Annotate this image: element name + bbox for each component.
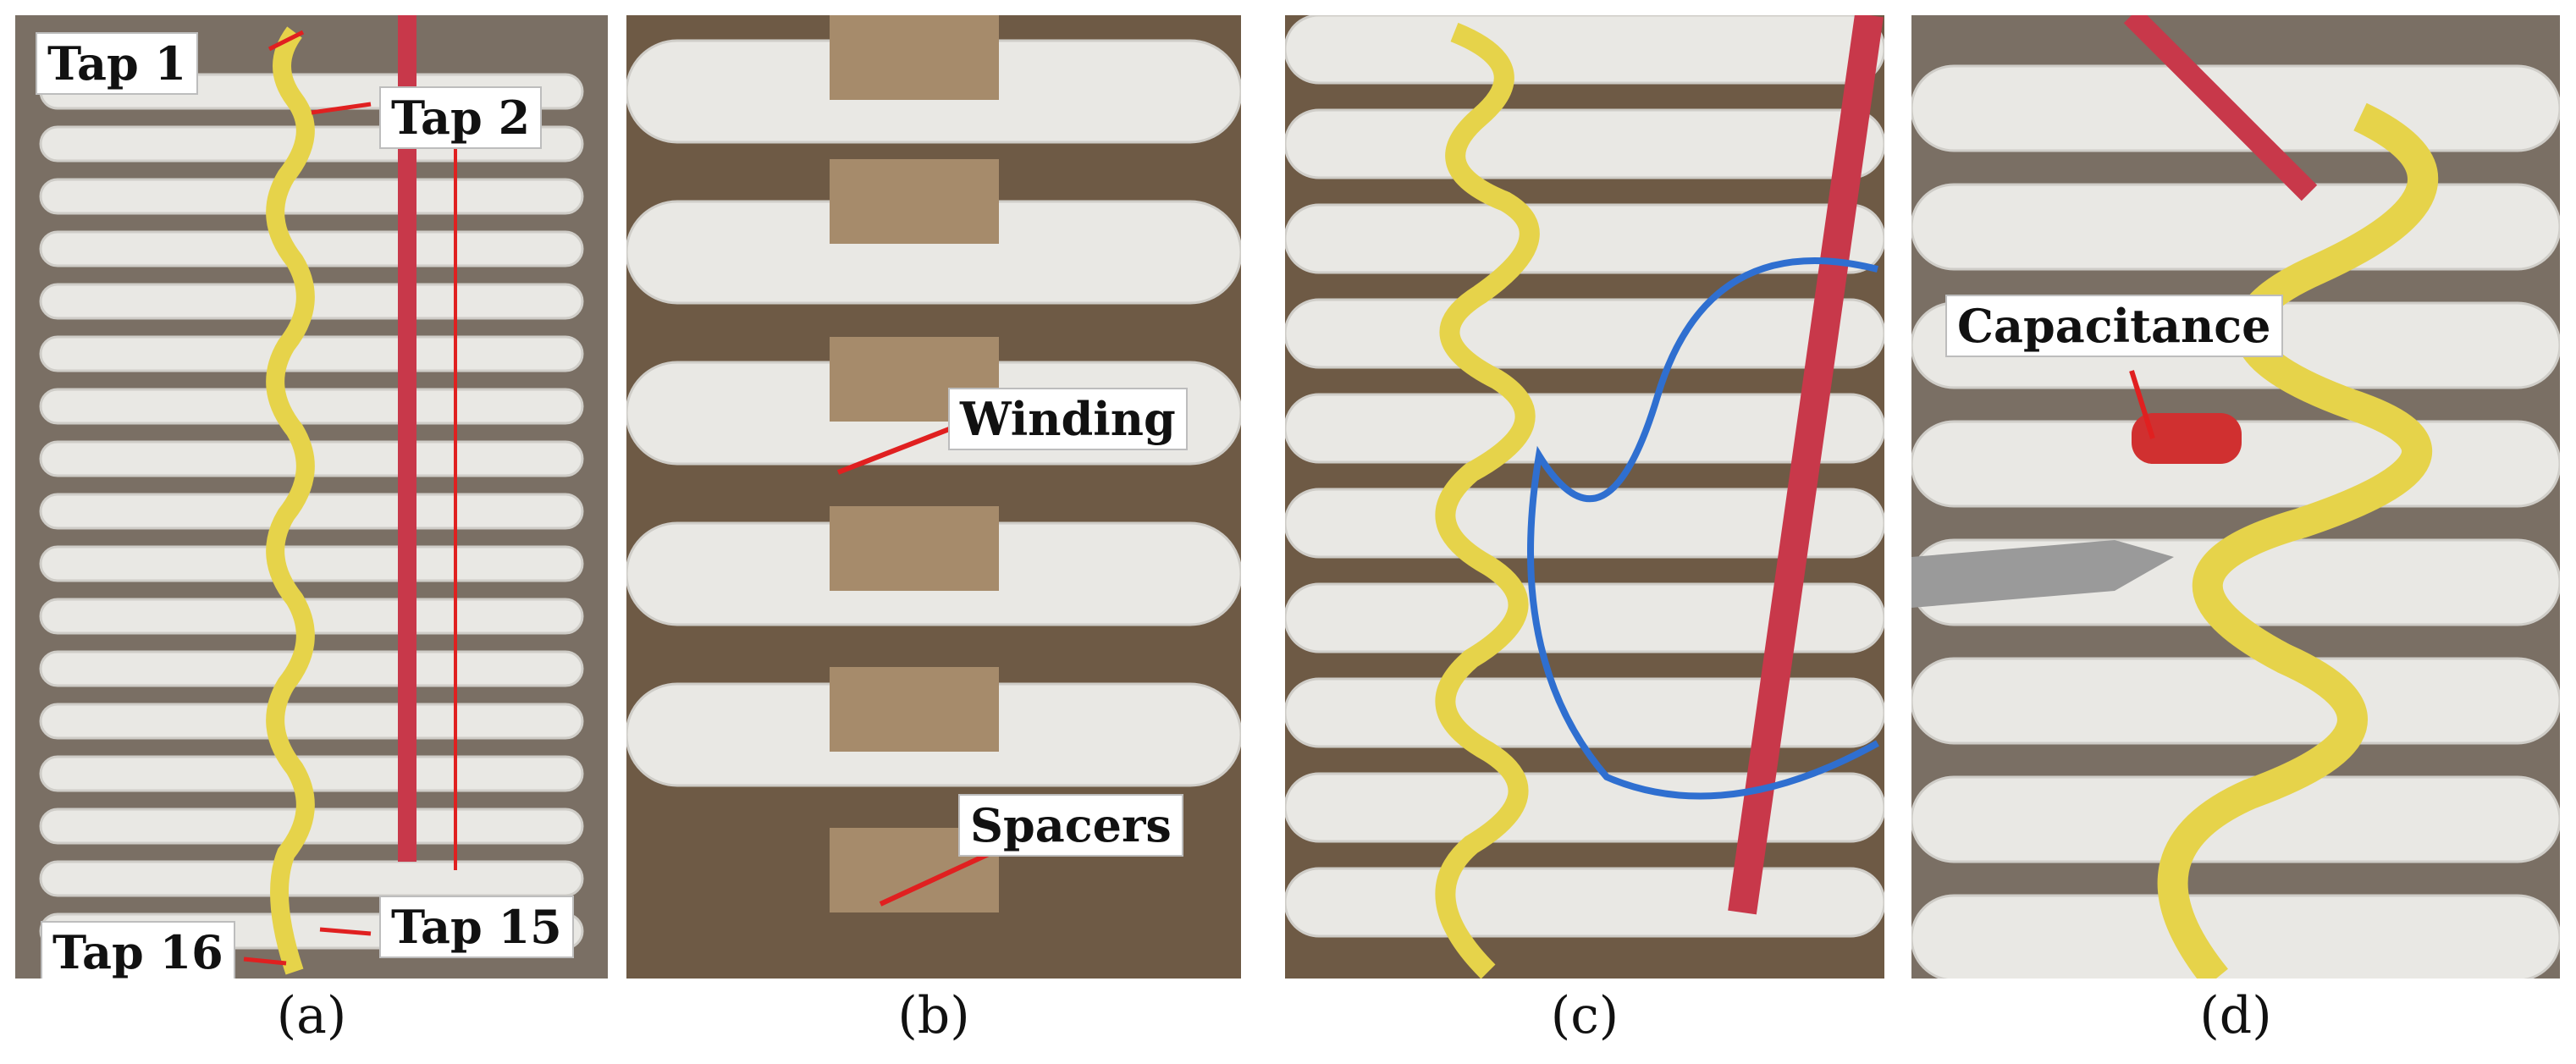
arrow-spacers bbox=[879, 851, 992, 907]
arrow-tap15 bbox=[319, 927, 372, 936]
blue-test-wire bbox=[1527, 257, 1879, 800]
spacer-block bbox=[830, 506, 999, 591]
winding-disc bbox=[1285, 203, 1884, 274]
label-tap-15: Tap 15 bbox=[379, 896, 574, 958]
winding-disc bbox=[39, 335, 584, 372]
winding-disc bbox=[1285, 298, 1884, 369]
panel-a-photo bbox=[15, 15, 608, 979]
arrow-capacitance bbox=[2129, 370, 2155, 439]
label-winding: Winding bbox=[948, 388, 1188, 450]
red-lead-wire bbox=[1728, 15, 1884, 915]
caption-a: (a) bbox=[276, 986, 347, 1045]
winding-disc bbox=[1911, 894, 2560, 979]
label-tap-2: Tap 2 bbox=[379, 86, 543, 149]
label-tap-16: Tap 16 bbox=[41, 921, 235, 979]
yellow-tap-leads bbox=[2157, 102, 2438, 979]
winding-disc bbox=[39, 493, 584, 530]
winding-disc bbox=[1285, 393, 1884, 464]
yellow-tap-leads bbox=[1435, 22, 1540, 979]
spacer-block bbox=[830, 159, 999, 244]
red-clip-lead bbox=[2123, 15, 2318, 201]
winding-disc bbox=[39, 230, 584, 267]
spacer-block bbox=[830, 667, 999, 752]
yellow-tap-leads bbox=[266, 26, 315, 975]
label-capacitance: Capacitance bbox=[1945, 295, 2283, 357]
winding-disc bbox=[39, 178, 584, 215]
caption-b: (b) bbox=[897, 986, 970, 1045]
photo-panel-c bbox=[1285, 15, 1884, 979]
photo-panel-d: Capacitance bbox=[1911, 15, 2560, 979]
winding-disc bbox=[1285, 108, 1884, 179]
label-tap-1: Tap 1 bbox=[36, 32, 199, 95]
spacer-block bbox=[830, 15, 999, 100]
red-clip-sleeve bbox=[2132, 413, 2242, 464]
caption-c: (c) bbox=[1550, 986, 1619, 1045]
arrow-tap1 bbox=[268, 30, 305, 52]
arrow-tap2 bbox=[311, 102, 372, 115]
arrow-tap16 bbox=[243, 956, 287, 966]
panel-c-photo bbox=[1285, 15, 1884, 979]
winding-disc bbox=[1911, 183, 2560, 271]
winding-disc bbox=[1285, 867, 1884, 938]
panel-d-photo bbox=[1911, 15, 2560, 979]
winding-disc bbox=[1285, 677, 1884, 748]
red-lead-wire bbox=[398, 15, 416, 862]
winding-disc bbox=[39, 388, 584, 425]
winding-disc bbox=[39, 545, 584, 582]
winding-disc bbox=[1285, 582, 1884, 653]
photo-panel-a: Tap 1 Tap 2 Tap 15 Tap 16 bbox=[15, 15, 608, 979]
winding-disc bbox=[1285, 15, 1884, 85]
winding-disc bbox=[1285, 488, 1884, 559]
photo-panel-b: Winding Spacers bbox=[626, 15, 1241, 979]
winding-disc bbox=[39, 703, 584, 740]
label-spacers: Spacers bbox=[958, 794, 1183, 857]
caption-d: (d) bbox=[2199, 986, 2272, 1045]
winding-disc bbox=[1911, 657, 2560, 745]
winding-disc bbox=[39, 860, 584, 897]
winding-disc bbox=[1911, 775, 2560, 863]
winding-disc bbox=[1285, 772, 1884, 843]
alligator-clip bbox=[1911, 540, 2174, 608]
